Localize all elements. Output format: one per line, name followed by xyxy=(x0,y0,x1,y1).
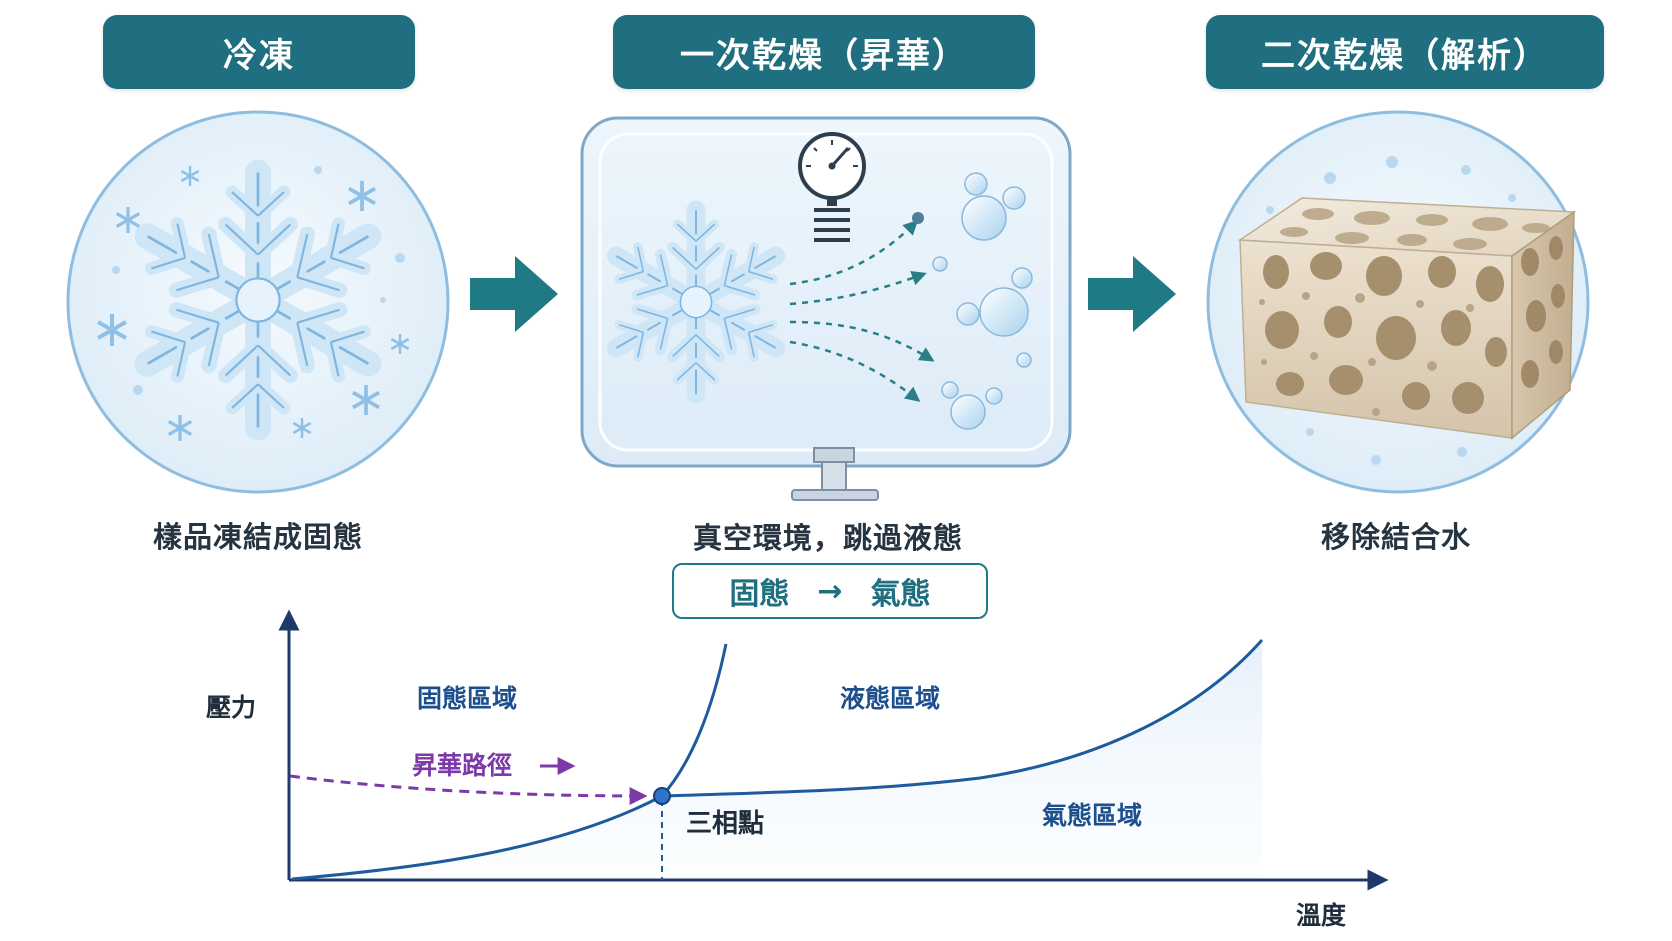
sublimation-path xyxy=(289,774,648,805)
liquid-region-label: 液態區域 xyxy=(840,684,940,713)
sublimation-curve xyxy=(291,794,663,881)
triple-point-label: 三相點 xyxy=(686,809,764,839)
right-arrow-icon: → xyxy=(817,573,843,609)
phase-to-label: 氣態 xyxy=(870,577,931,612)
triple-point-marker xyxy=(653,787,671,805)
solid-region-label: 固態區域 xyxy=(417,684,517,713)
caption-primary-drying: 真空環境，跳過液態 xyxy=(692,521,963,555)
stage-header-primary-drying: 一次乾燥（昇華） xyxy=(613,15,1035,89)
vapor-flow xyxy=(789,219,935,402)
x-axis-label: 溫度 xyxy=(1296,901,1346,930)
stage-title-freezing: 冷凍 xyxy=(223,35,295,76)
pressure-gauge-icon xyxy=(798,132,866,242)
right-arrow-icon xyxy=(1088,256,1176,332)
caption-secondary-drying: 移除結合水 xyxy=(1320,520,1471,554)
stage-title-primary-drying: 一次乾燥（昇華） xyxy=(680,35,968,76)
caption-freezing: 樣品凍結成固態 xyxy=(152,520,363,554)
phase-change-box: 固態 → 氣態 xyxy=(672,563,988,619)
freezing-circle xyxy=(66,110,450,494)
stage-title-secondary-drying: 二次乾燥（解析） xyxy=(1261,35,1549,76)
phase-from-label: 固態 xyxy=(729,577,790,612)
right-arrow-icon xyxy=(470,256,558,332)
melting-curve xyxy=(660,643,728,798)
vaporization-curve xyxy=(661,639,1264,798)
stage-header-freezing: 冷凍 xyxy=(103,15,415,89)
vapor-bubble-icon xyxy=(912,172,1033,430)
gas-region-label: 氣態區域 xyxy=(1042,801,1142,830)
porous-cake-icon xyxy=(1237,197,1577,440)
sublimation-path-label: 昇華路徑 xyxy=(412,751,512,780)
y-axis-label: 壓力 xyxy=(206,693,256,722)
phase-diagram: 壓力 溫度 固態區域 液態區域 氣態區域 昇華路徑 三相點 xyxy=(206,609,1389,930)
stage-header-secondary-drying: 二次乾燥（解析） xyxy=(1206,15,1604,89)
